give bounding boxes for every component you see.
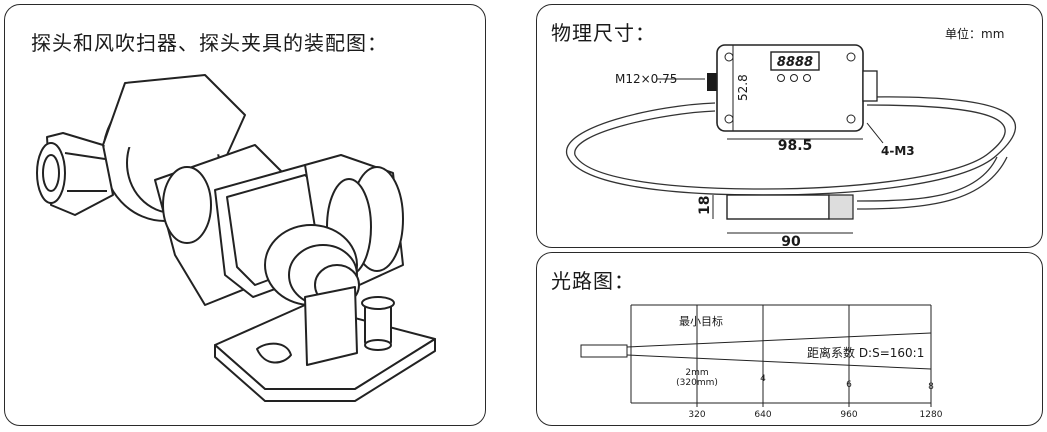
left-button (790, 74, 798, 82)
spot-size-label: 6 (846, 380, 852, 390)
height-label: 52.8 (736, 74, 750, 101)
probe-dia-label: 18 (697, 196, 713, 215)
display-window (770, 51, 820, 71)
cable-gland (862, 70, 878, 102)
m12-connector (707, 73, 717, 91)
probe-sensor (580, 344, 628, 358)
menu-button (777, 74, 785, 82)
distance-label: 1280 (920, 410, 943, 420)
spot-first-label: 2mm (685, 368, 708, 378)
up-button (803, 74, 811, 82)
hose-fitting (46, 132, 114, 216)
min-target-label: 最小目标 (679, 314, 723, 328)
optics-panel: 光路图： 最小目标 距离系数 D:S=160:1 2mm (320mm) 4 6… (536, 252, 1043, 426)
distance-label: 640 (754, 410, 771, 420)
assembly-drawing (36, 74, 436, 402)
unit-label: 单位：mm (945, 27, 1005, 41)
assembly-panel: 探头和风吹扫器、探头夹具的装配图： (4, 4, 486, 426)
spot-size-label: 8 (928, 382, 934, 392)
width-label: 98.5 (778, 138, 813, 154)
distance-label: 960 (840, 410, 857, 420)
spot-size-label: 4 (760, 374, 766, 384)
distance-label: 320 (688, 410, 705, 420)
optics-title: 光路图： (551, 269, 635, 293)
probe-len-label: 90 (781, 234, 801, 249)
optics-diagram: 最小目标 距离系数 D:S=160:1 2mm (320mm) 4 6 8 32… (580, 304, 943, 420)
ratio-label: 距离系数 D:S=160:1 (807, 345, 924, 360)
dimensions-title: 物理尺寸： (551, 21, 656, 45)
dimensions-drawing: 8888 M12×0.75 52.8 98.5 4-M3 18 90 (566, 44, 1017, 249)
assembly-title: 探头和风吹扫器、探头夹具的装配图： (31, 31, 388, 55)
probe (726, 194, 830, 220)
dimensions-panel: 物理尺寸： 单位：mm 8888 (536, 4, 1043, 249)
mount-label: 4-M3 (881, 144, 915, 158)
display-digits: 8888 (777, 55, 813, 70)
spot-first-dist-label: (320mm) (676, 378, 718, 388)
thread-label: M12×0.75 (615, 72, 677, 86)
